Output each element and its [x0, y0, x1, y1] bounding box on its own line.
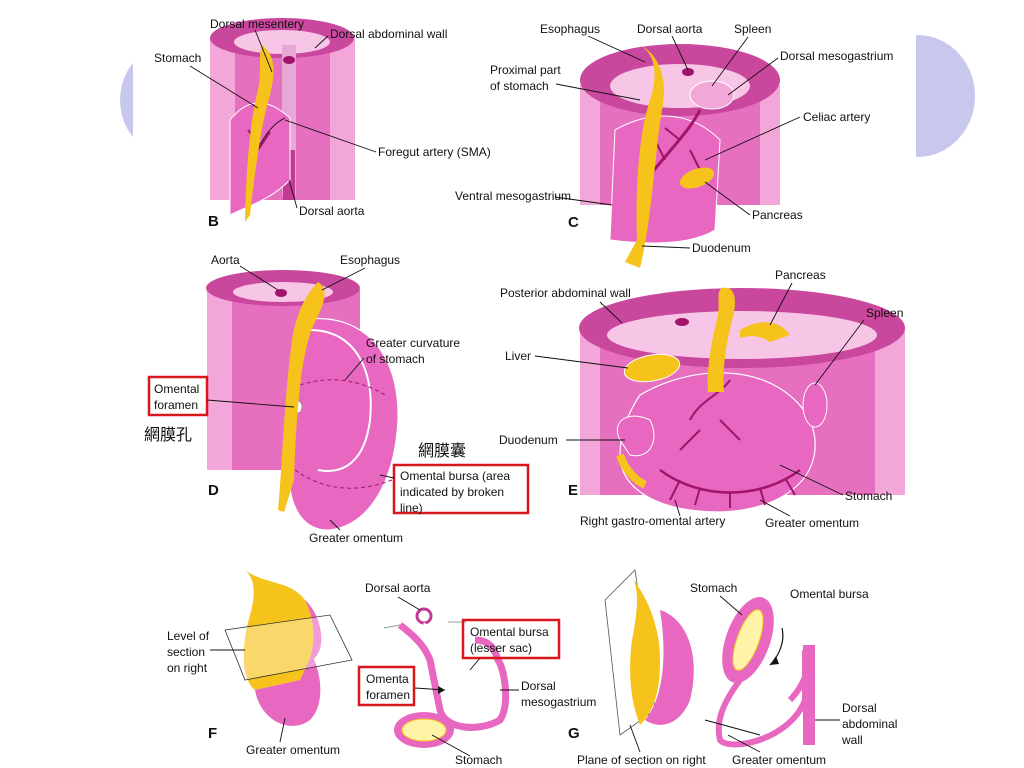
label-f-omental-foramen-2: foramen: [366, 688, 410, 702]
panel-d-stomach-omentum: [288, 318, 399, 531]
panel-g-stomach-3d: [604, 569, 694, 736]
panel-d-esophagus: [278, 282, 325, 512]
highlight-d-omental-foramen: [147, 375, 209, 417]
panel-b-letter: B: [208, 213, 219, 230]
panel-f-section: [383, 607, 510, 748]
label-f-level-2: section: [167, 645, 205, 659]
label-d-omental-bursa-2: indicated by broken: [400, 485, 504, 499]
label-e-spleen: Spleen: [866, 306, 903, 320]
label-e-stomach: Stomach: [845, 489, 892, 503]
panel-c-letter: C: [568, 214, 579, 231]
panel-b: B Dorsal mesentery Dorsal abdominal wall…: [154, 17, 491, 230]
label-f-omental-bursa-2: (lesser sac): [470, 641, 532, 655]
label-e-greater-omentum: Greater omentum: [765, 516, 859, 530]
panel-e: E Pancreas Posterior abdominal wall Sple…: [499, 268, 905, 530]
panel-g-section: [704, 597, 815, 748]
label-d-omental-foramen-cjk: 網膜孔: [144, 425, 192, 444]
label-f-omental-foramen-1: Omenta: [366, 672, 409, 686]
label-f-dorsal-mesogastrium-1: Dorsal: [521, 679, 556, 693]
panel-f-letter: F: [208, 725, 217, 742]
label-e-posterior-wall: Posterior abdominal wall: [500, 286, 631, 300]
label-g-greater-omentum: Greater omentum: [732, 753, 826, 767]
panel-f: F Level of section on right Greater omen…: [167, 570, 596, 767]
panel-f-stomach-3d: [224, 570, 353, 726]
label-c-esophagus: Esophagus: [540, 22, 600, 36]
label-c-spleen: Spleen: [734, 22, 771, 36]
label-c-proximal-stomach-1: Proximal part: [490, 63, 561, 77]
panel-c-leaders: [554, 35, 801, 249]
label-d-omental-bursa-3: line): [400, 501, 423, 515]
label-g-omental-bursa: Omental bursa: [790, 587, 869, 601]
panel-e-esophagus: [707, 287, 735, 392]
label-d-esophagus: Esophagus: [340, 253, 400, 267]
label-e-liver: Liver: [505, 349, 531, 363]
label-g-dorsal-wall-3: wall: [841, 733, 863, 747]
label-c-dorsal-mesogastrium: Dorsal mesogastrium: [780, 49, 893, 63]
label-g-dorsal-wall-2: abdominal: [842, 717, 897, 731]
label-b-dorsal-mesentery: Dorsal mesentery: [210, 17, 304, 31]
label-c-ventral-mesogastrium: Ventral mesogastrium: [455, 189, 571, 203]
panel-g-letter: G: [568, 725, 580, 742]
label-d-greater-curvature-2: of stomach: [366, 352, 425, 366]
highlight-f-omental-bursa: [461, 618, 561, 660]
panel-g-leaders: [629, 595, 840, 753]
panel-c-stomach: [625, 45, 664, 268]
panel-e-organs: [616, 322, 828, 513]
panel-d-letter: D: [208, 482, 219, 499]
label-f-dorsal-mesogastrium-2: mesogastrium: [521, 695, 596, 709]
label-d-omental-foramen-1: Omental: [154, 382, 199, 396]
label-f-level-1: Level of: [167, 629, 210, 643]
label-e-pancreas: Pancreas: [775, 268, 826, 282]
label-g-stomach: Stomach: [690, 581, 737, 595]
label-f-stomach: Stomach: [455, 753, 502, 767]
label-d-omental-foramen-2: foramen: [154, 398, 198, 412]
label-d-greater-curvature-1: Greater curvature: [366, 336, 460, 350]
label-d-greater-omentum: Greater omentum: [309, 531, 403, 545]
highlight-d-omental-bursa: [392, 463, 530, 515]
label-d-omental-bursa-1: Omental bursa (area: [400, 469, 510, 483]
label-b-foregut-artery: Foregut artery (SMA): [378, 145, 491, 159]
label-d-aorta: Aorta: [211, 253, 240, 267]
panel-g: G Stomach Omental bursa Dorsal abdominal…: [568, 569, 897, 767]
label-c-dorsal-aorta: Dorsal aorta: [637, 22, 703, 36]
panel-b-stomach: [245, 45, 274, 222]
label-c-pancreas: Pancreas: [752, 208, 803, 222]
label-f-level-3: on right: [167, 661, 208, 675]
label-b-dorsal-aorta: Dorsal aorta: [299, 204, 365, 218]
label-b-dorsal-abdominal-wall: Dorsal abdominal wall: [330, 27, 447, 41]
label-e-duodenum: Duodenum: [499, 433, 558, 447]
label-g-dorsal-wall-1: Dorsal: [842, 701, 877, 715]
label-g-plane: Plane of section on right: [577, 753, 706, 767]
panel-e-letter: E: [568, 482, 578, 499]
panel-d-leaders: [206, 265, 395, 531]
label-f-omental-bursa-1: Omental bursa: [470, 625, 549, 639]
label-c-duodenum: Duodenum: [692, 241, 751, 255]
highlight-f-omental-foramen: [357, 665, 416, 707]
label-f-greater-omentum: Greater omentum: [246, 743, 340, 757]
panel-d: D Aorta Esophagus Greater curvature of s…: [144, 253, 530, 545]
panel-e-leaders: [534, 282, 865, 517]
label-b-stomach: Stomach: [154, 51, 201, 65]
panel-c: C Esophagus Dorsal aorta Spleen Dorsal m…: [455, 22, 893, 268]
panel-b-leaders: [189, 29, 377, 209]
panel-f-leaders: [210, 596, 519, 757]
label-f-dorsal-aorta: Dorsal aorta: [365, 581, 431, 595]
label-c-celiac-artery: Celiac artery: [803, 110, 870, 124]
label-e-right-gastro-omental: Right gastro-omental artery: [580, 514, 725, 528]
label-c-proximal-stomach-2: of stomach: [490, 79, 549, 93]
label-d-omental-bursa-cjk: 網膜囊: [418, 441, 466, 460]
